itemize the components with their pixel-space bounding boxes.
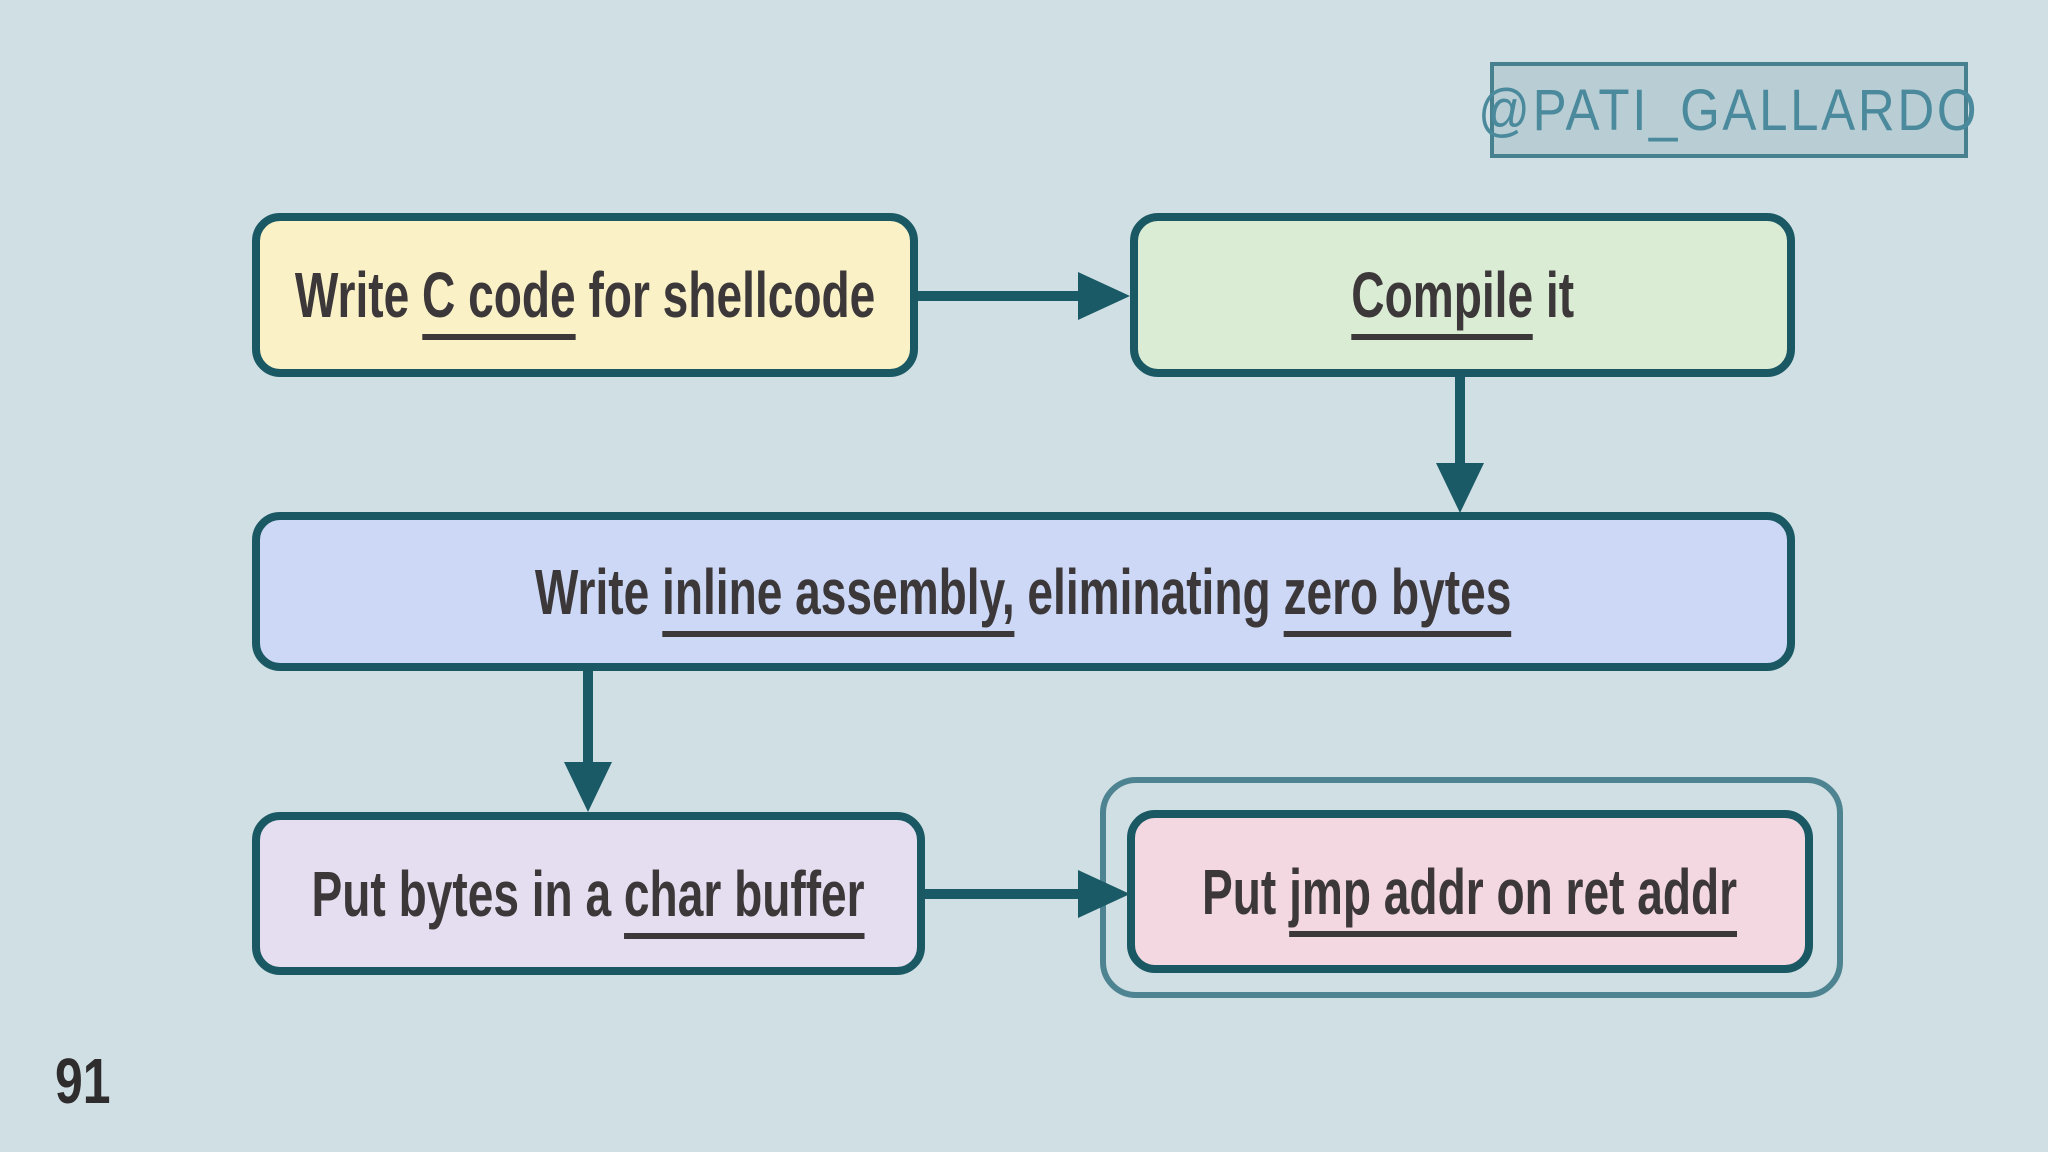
arrow-write-c-code-to-compile-it-head-icon xyxy=(1078,272,1130,320)
flow-node-write-inline-assembly: Write inline assembly, eliminating zero … xyxy=(252,512,1795,671)
flow-node-compile-it: Compile it xyxy=(1130,213,1795,377)
flow-node-put-bytes-in-char-buffer: Put bytes in a char buffer xyxy=(252,812,925,975)
arrow-char-buffer-to-jmp-addr-head-icon xyxy=(1078,870,1130,918)
author-handle-text: @PATI_GALLARDO xyxy=(1478,77,1980,143)
flow-node-write-c-code: Write C code for shellcode xyxy=(252,213,918,377)
flow-node-put-jmp-addr-on-ret-addr: Put jmp addr on ret addr xyxy=(1127,810,1813,973)
arrow-char-buffer-to-jmp-addr-shaft xyxy=(925,889,1080,899)
author-handle-badge: @PATI_GALLARDO xyxy=(1479,62,1977,158)
flow-node-compile-it-label: Compile it xyxy=(1351,258,1574,340)
arrow-write-c-code-to-compile-it-shaft xyxy=(918,291,1080,301)
flow-node-put-jmp-addr-on-ret-addr-label: Put jmp addr on ret addr xyxy=(1202,855,1738,937)
page-number: 91 xyxy=(55,1045,111,1117)
arrow-compile-it-to-inline-assembly-shaft xyxy=(1455,377,1465,465)
arrow-inline-assembly-to-char-buffer-head-icon xyxy=(564,762,612,812)
flow-node-put-bytes-in-char-buffer-label: Put bytes in a char buffer xyxy=(312,857,866,939)
arrow-inline-assembly-to-char-buffer-shaft xyxy=(583,671,593,764)
arrow-compile-it-to-inline-assembly-head-icon xyxy=(1436,463,1484,513)
flow-node-write-c-code-label: Write C code for shellcode xyxy=(295,258,875,340)
flow-node-write-inline-assembly-label: Write inline assembly, eliminating zero … xyxy=(535,555,1512,637)
